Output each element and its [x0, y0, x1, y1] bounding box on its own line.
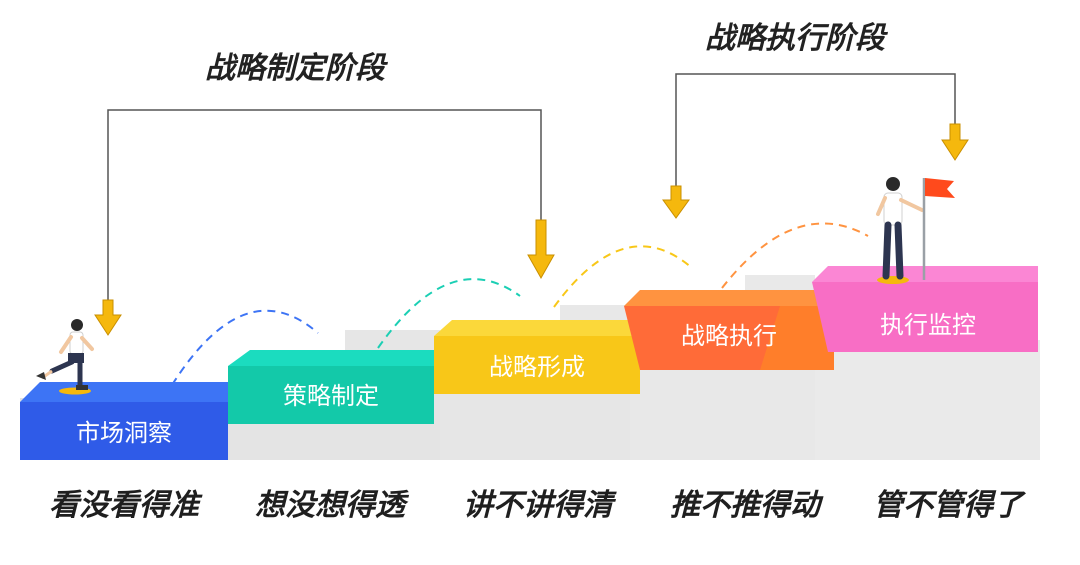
motto-5: 管不管得了: [873, 488, 1026, 523]
down-arrow-icon: [941, 123, 969, 161]
step-front: [434, 336, 640, 394]
motto-4: 推不推得动: [670, 488, 824, 523]
motto-3: 讲不讲得清: [463, 488, 617, 523]
bracket-execution: [675, 73, 956, 186]
phase-title-formulation: 战略制定阶段: [205, 51, 388, 86]
step-strategy-execution: 战略执行: [624, 290, 834, 370]
phase-title-execution: 战略执行阶段: [705, 21, 888, 56]
step-label-market-insight: 市场洞察: [76, 419, 172, 447]
jump-arcs: [171, 222, 869, 386]
step-market-insight: 市场洞察: [20, 382, 228, 460]
running-person-icon: [36, 319, 94, 395]
down-arrow-icon: [662, 185, 690, 219]
step-label-strategy-formation: 战略形成: [489, 353, 585, 381]
jump-arc-3: [553, 245, 693, 308]
step-front: [228, 366, 434, 424]
step-top: [20, 382, 228, 402]
step-strategy-formation: 战略形成: [434, 320, 640, 394]
step-top: [624, 290, 834, 306]
step-strategy-formulation: 策略制定: [228, 350, 434, 424]
step-front: [812, 282, 1038, 352]
jump-arc-1: [171, 309, 319, 386]
step-label-strategy-formulation: 策略制定: [283, 382, 379, 410]
mottos: 看没看得准 想没想得透 讲不讲得清 推不推得动 管不管得了: [49, 488, 1026, 523]
step-label-strategy-execution: 战略执行: [681, 322, 777, 350]
step-label-execution-monitoring: 执行监控: [880, 311, 976, 339]
standing-person-with-flag-icon: [876, 177, 955, 284]
step-top: [434, 320, 640, 336]
motto-2: 想没想得透: [255, 488, 410, 523]
bracket-formulation: [107, 109, 542, 300]
down-arrow-icon: [527, 219, 555, 280]
step-front: [20, 402, 228, 460]
down-arrow-icon: [94, 299, 122, 336]
phase-brackets: [107, 73, 956, 300]
motto-1: 看没看得准: [49, 488, 203, 523]
down-arrows: [94, 123, 969, 336]
flag-icon: [925, 178, 955, 198]
step-top: [228, 350, 434, 366]
